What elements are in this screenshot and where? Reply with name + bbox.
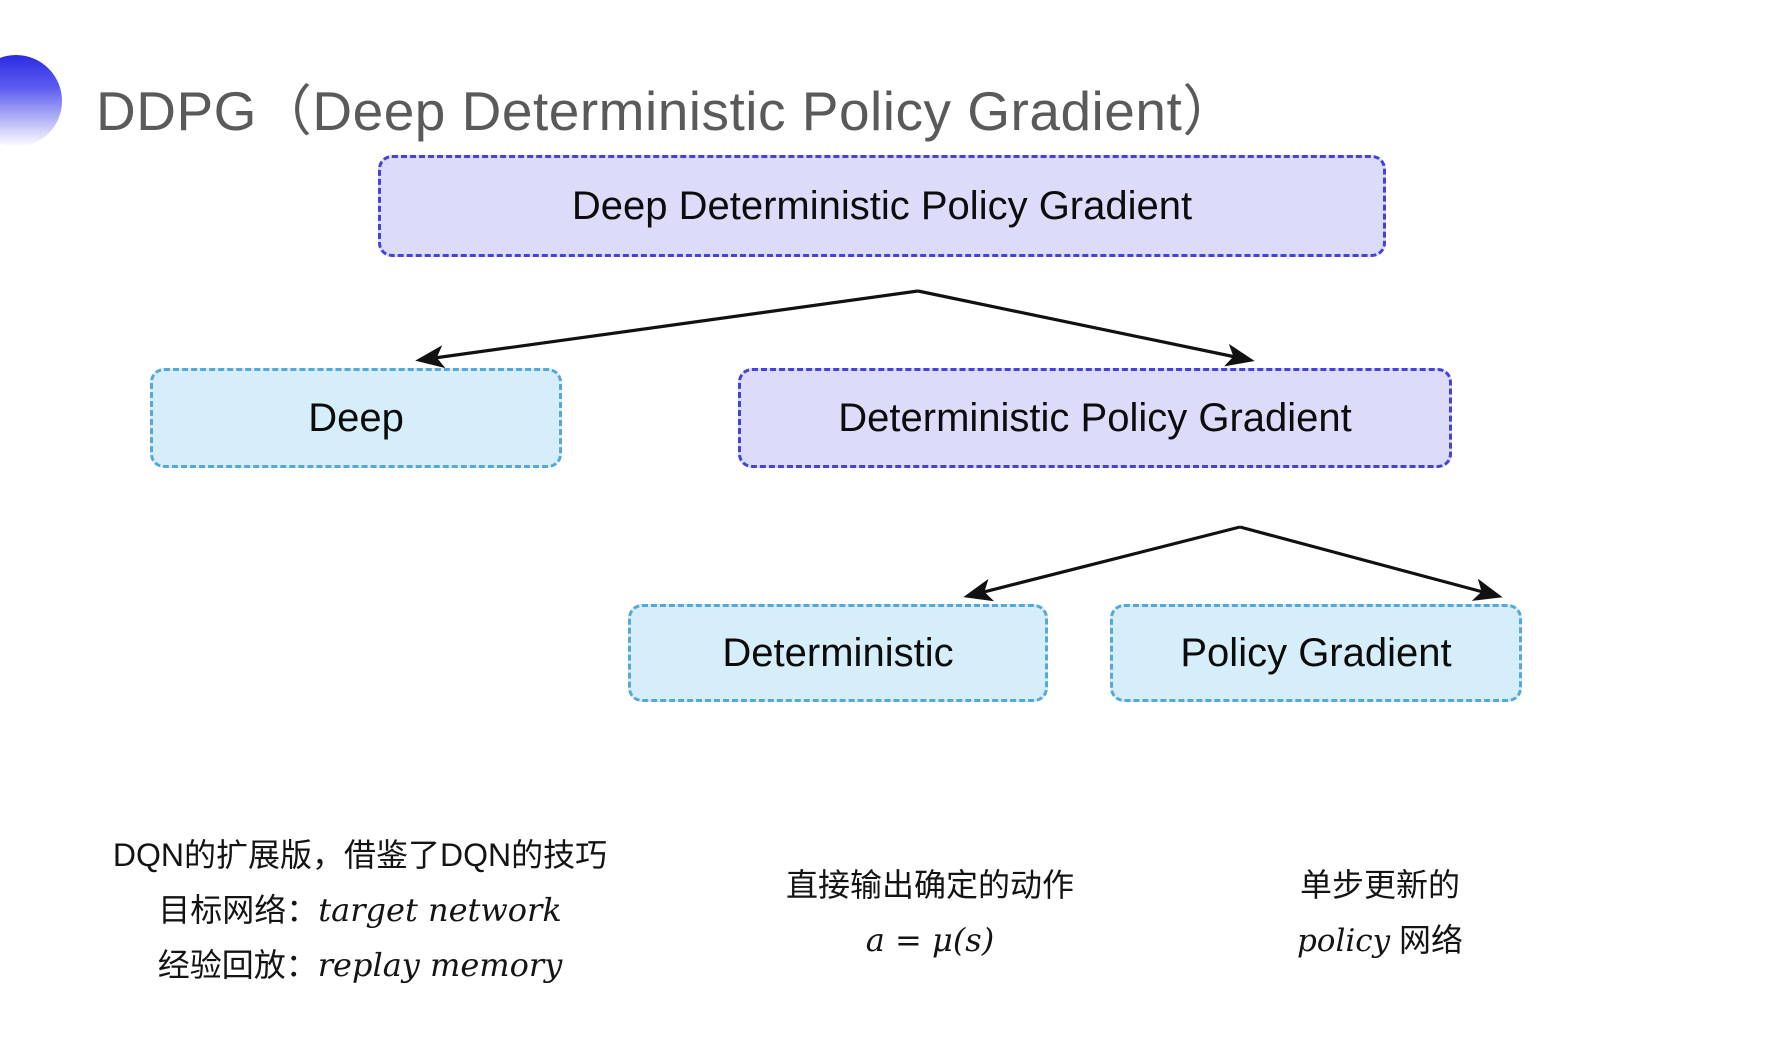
node-label-policy-gradient: Policy Gradient bbox=[1180, 631, 1452, 675]
node-box-policy-gradient[interactable]: Policy Gradient bbox=[1110, 604, 1522, 702]
annotation-deep-line-3-term: replay memory bbox=[317, 946, 563, 985]
annotation-deep-line-2: 目标网络：target network bbox=[100, 883, 620, 938]
annotation-policy-gradient-line-1: 单步更新的 bbox=[1299, 867, 1460, 903]
annotation-deep-line-2-label: 目标网络： bbox=[158, 892, 319, 929]
node-box-deep[interactable]: Deep bbox=[150, 368, 562, 468]
annotation-deterministic: 直接输出确定的动作 a = μ(s) bbox=[700, 858, 1160, 968]
page-title: DDPG（Deep Deterministic Policy Gradient） bbox=[96, 80, 1238, 142]
annotation-policy-gradient-suffix: 网络 bbox=[1390, 922, 1464, 959]
annotation-policy-gradient-term: policy bbox=[1296, 923, 1391, 960]
node-box-deterministic[interactable]: Deterministic bbox=[628, 604, 1048, 702]
annotation-deterministic-line-1: 直接输出确定的动作 bbox=[785, 867, 1074, 903]
annotation-deep-line-1: DQN的扩展版，借鉴了DQN的技巧 bbox=[112, 837, 608, 873]
node-label-deterministic: Deterministic bbox=[722, 631, 954, 675]
edge-dpg-to-policy-gradient bbox=[1239, 525, 1503, 601]
edge-root-to-dpg bbox=[917, 289, 1255, 367]
node-label-deep: Deep bbox=[308, 396, 404, 440]
annotation-policy-gradient-line-2: policy 网络 bbox=[1170, 913, 1590, 968]
node-box-root[interactable]: Deep Deterministic Policy Gradient bbox=[378, 155, 1386, 257]
annotation-deterministic-formula: a = μ(s) bbox=[865, 921, 995, 960]
node-label-dpg: Deterministic Policy Gradient bbox=[838, 396, 1352, 440]
node-label-root: Deep Deterministic Policy Gradient bbox=[571, 184, 1193, 228]
annotation-deep-line-2-term: target network bbox=[318, 891, 562, 930]
annotation-deep-line-3-label: 经验回放： bbox=[157, 947, 318, 984]
edge-root-to-deep bbox=[415, 289, 919, 369]
annotation-deep: DQN的扩展版，借鉴了DQN的技巧 目标网络：target network 经验… bbox=[100, 828, 620, 993]
node-box-deterministic-policy-gradient[interactable]: Deterministic Policy Gradient bbox=[738, 368, 1452, 468]
edge-dpg-to-deterministic bbox=[963, 525, 1241, 602]
annotation-policy-gradient: 单步更新的 policy 网络 bbox=[1170, 858, 1590, 968]
annotation-deep-line-3: 经验回放：replay memory bbox=[100, 938, 620, 993]
